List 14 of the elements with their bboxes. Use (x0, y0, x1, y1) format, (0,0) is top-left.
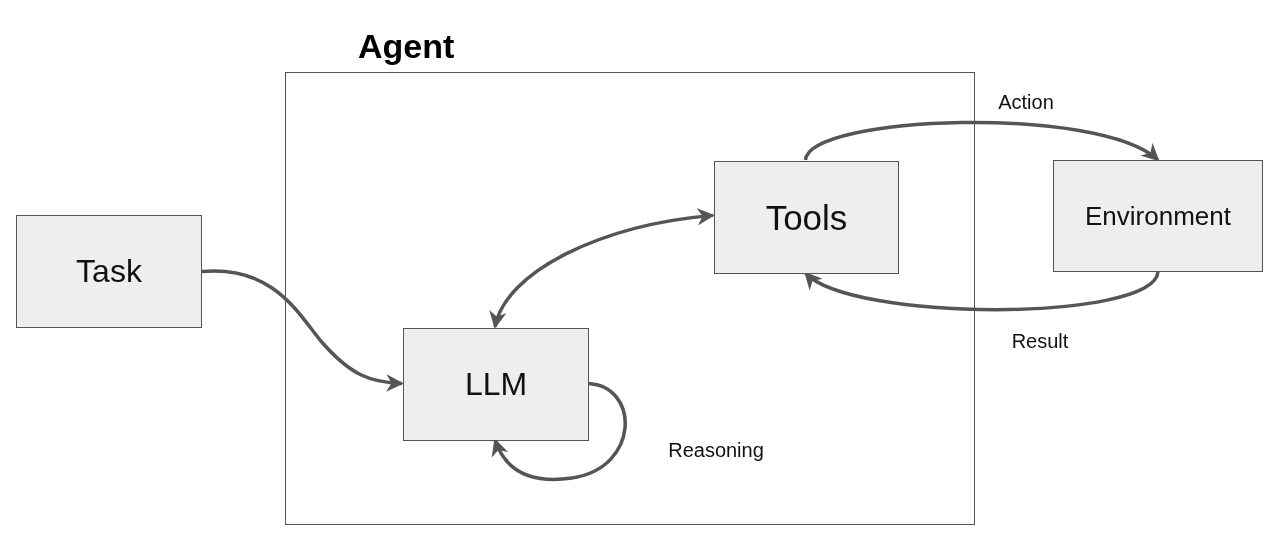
node-label: Tools (765, 197, 848, 238)
arrow (804, 120, 1160, 162)
arrow (492, 381, 627, 482)
environment-box (1053, 160, 1263, 272)
node-label: Environment (1085, 200, 1231, 232)
arrow (804, 271, 1160, 312)
node-label: LLM (464, 366, 528, 403)
arrow (491, 208, 715, 329)
task-box (16, 215, 202, 328)
group-heading: Agent (358, 27, 455, 66)
arrow (201, 269, 404, 392)
tools-box (714, 161, 899, 274)
node-label: Task (76, 253, 142, 290)
llm-box (403, 328, 589, 441)
